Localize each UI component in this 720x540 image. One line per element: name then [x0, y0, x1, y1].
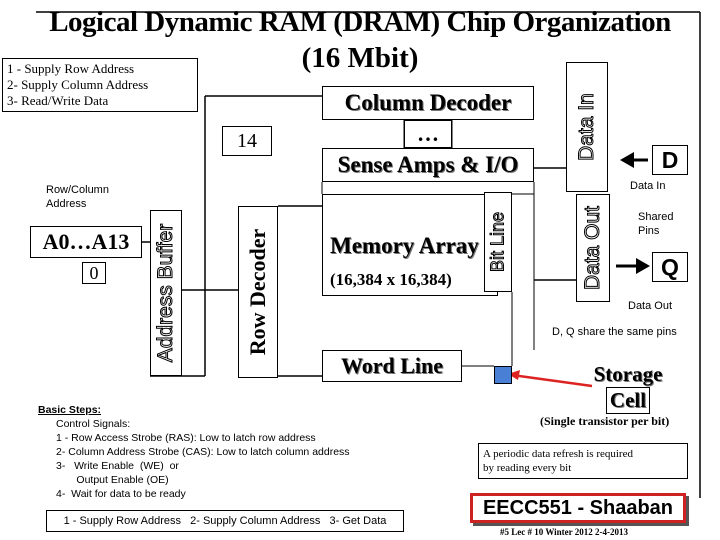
- row-decoder: Row Decoder: [238, 206, 278, 378]
- data-in-block: Data In: [566, 62, 608, 192]
- step-column-address: 2- Supply Column Address: [7, 77, 149, 92]
- memory-array-size: (16,384 x 16,384): [330, 270, 452, 289]
- page-title: Logical Dynamic RAM (DRAM) Chip Organiza…: [49, 6, 671, 38]
- column-decoder: Column Decoder: [322, 86, 534, 120]
- address-zero: 0: [82, 262, 106, 284]
- refresh-note: A periodic data refresh is required by r…: [478, 443, 688, 479]
- storage-cell-note: (Single transistor per bit): [540, 414, 670, 428]
- address-buffer: Address Buffer: [150, 210, 182, 376]
- basic-steps-heading: Basic Steps:: [38, 404, 102, 416]
- shared-pins-note: D, Q share the same pins: [552, 326, 677, 338]
- pin-q: Q: [652, 252, 688, 282]
- bus-width-label: 14: [222, 126, 272, 156]
- data-in-block-label: Data In: [575, 93, 599, 162]
- row-column-address-label: Row/Column Address: [46, 184, 109, 210]
- steps-box: 1 - Supply Row Address 2- Supply Column …: [2, 58, 198, 112]
- address-buffer-label: Address Buffer: [154, 223, 178, 363]
- basic-steps-list: Control Signals: 1 - Row Access Strobe (…: [56, 418, 350, 500]
- pin-d-label: Data In: [630, 180, 666, 192]
- shared-pins-label: Shared Pins: [638, 211, 674, 237]
- data-out-block-label: Data Out: [581, 205, 605, 291]
- bit-line: Bit Line: [484, 192, 512, 292]
- decoder-dots: …: [404, 120, 452, 148]
- storage-cell-square: [494, 366, 512, 384]
- page-subtitle: (16 Mbit): [301, 42, 419, 74]
- storage-cell-title: Storage Cell: [593, 362, 663, 414]
- pin-d: D: [652, 145, 688, 175]
- basic-steps: Basic Steps: Control Signals: 1 - Row Ac…: [38, 403, 350, 501]
- address-pins: A0…A13: [30, 226, 142, 258]
- pin-q-label: Data Out: [628, 300, 673, 312]
- memory-array-label: Memory Array: [330, 233, 479, 258]
- sense-amps: Sense Amps & I/O: [322, 148, 534, 182]
- step-read-write: 3- Read/Write Data: [7, 93, 109, 108]
- word-line: Word Line: [322, 350, 462, 382]
- lecture-info: #5 Lec # 10 Winter 2012 2-4-2013: [500, 527, 628, 537]
- bit-line-label: Bit Line: [487, 211, 508, 273]
- data-out-block: Data Out: [576, 194, 610, 302]
- bottom-steps: 1 - Supply Row Address 2- Supply Column …: [46, 510, 404, 532]
- course-badge: EECC551 - Shaaban: [470, 493, 686, 523]
- step-row-address: 1 - Supply Row Address: [7, 61, 135, 76]
- row-decoder-label: Row Decoder: [245, 228, 270, 356]
